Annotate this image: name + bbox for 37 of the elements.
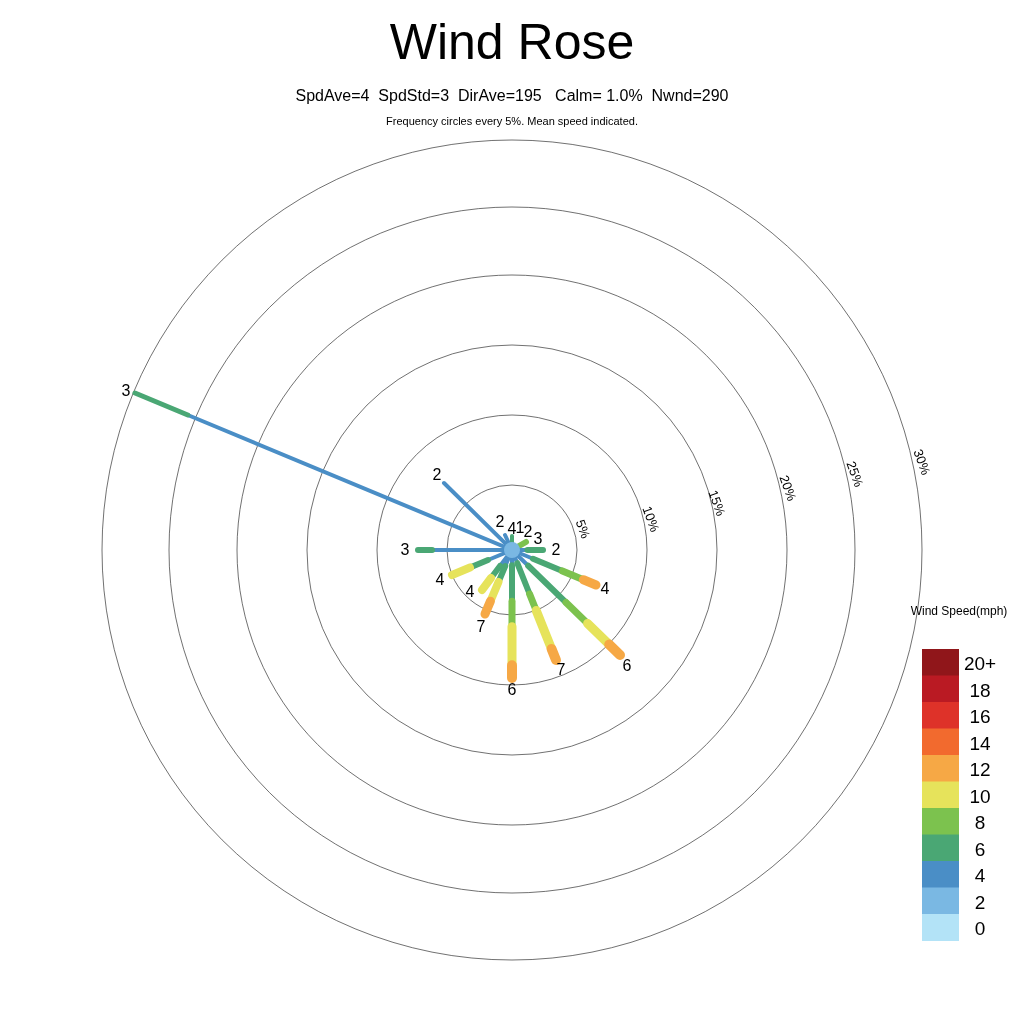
- legend-label: 2: [974, 892, 986, 912]
- speed-label: 6: [622, 658, 632, 674]
- ring-label: 30%: [911, 447, 933, 477]
- legend-label: 8: [974, 812, 986, 832]
- speed-label: 1: [515, 520, 525, 536]
- legend-label: 12: [969, 759, 991, 779]
- legend-title: Wind Speed(mph): [910, 605, 1008, 617]
- ring-label: 25%: [844, 459, 866, 489]
- speed-label: 2: [523, 524, 533, 540]
- speed-label: 4: [600, 581, 610, 597]
- legend-label: 4: [974, 865, 986, 885]
- speed-label: 3: [533, 531, 543, 547]
- ring-label: 5%: [573, 517, 593, 541]
- legend-label: 10: [969, 786, 991, 806]
- ring-label: 20%: [777, 473, 799, 503]
- speed-label: 2: [432, 467, 442, 483]
- legend-label: 20+: [963, 653, 997, 673]
- legend-label: 18: [969, 680, 991, 700]
- speed-label: 2: [495, 514, 505, 530]
- speed-label: 7: [556, 662, 566, 678]
- legend-label: 0: [974, 918, 986, 938]
- chart-title: Wind Rose: [389, 17, 635, 67]
- ring-label: 15%: [706, 488, 728, 518]
- speed-label: 6: [507, 682, 517, 698]
- speed-label: 4: [435, 572, 445, 588]
- speed-label: 7: [476, 619, 486, 635]
- legend-label: 14: [969, 733, 991, 753]
- ring-label: 10%: [640, 504, 662, 534]
- speed-label: 3: [121, 383, 131, 399]
- legend-label: 16: [969, 706, 991, 726]
- speed-label: 3: [400, 542, 410, 558]
- speed-label: 4: [465, 584, 475, 600]
- caption-text: Frequency circles every 5%. Mean speed indicated.: [386, 115, 638, 127]
- stats-line: SpdAve=4 SpdStd=3 DirAve=195 Calm= 1.0% Nwnd=290: [295, 88, 729, 104]
- speed-label: 4: [507, 521, 517, 537]
- speed-label: 2: [551, 542, 561, 558]
- legend-label: 6: [974, 839, 986, 859]
